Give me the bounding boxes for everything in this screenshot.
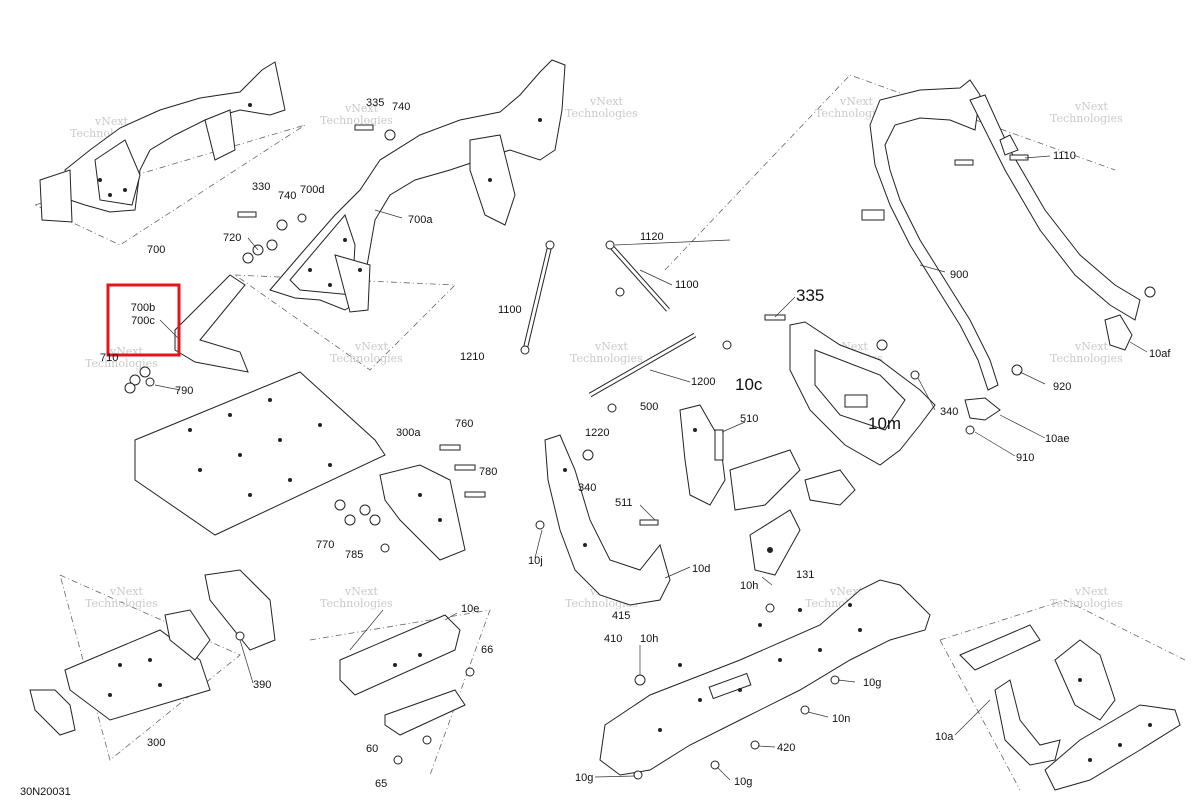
watermark-text: Technologies — [85, 357, 158, 370]
bracket-500-part — [639, 404, 856, 576]
part-label: 785 — [345, 549, 363, 561]
watermark-text: vNext — [94, 115, 129, 128]
part-label: 10g — [734, 776, 752, 788]
part-label: 60 — [366, 743, 378, 755]
main-frame-part — [269, 59, 566, 313]
part-label: 10e — [461, 603, 479, 615]
front-frame-small-part — [39, 61, 286, 223]
part-label: 1100 — [498, 304, 522, 316]
part-label: 10d — [692, 563, 710, 575]
part-label: 700a — [408, 214, 433, 226]
highlight-callout-box — [106, 283, 181, 357]
watermark-text: Technologies — [320, 114, 393, 127]
panel-10c-part — [764, 314, 936, 466]
part-label: 335 — [796, 286, 824, 305]
part-label: 340 — [578, 482, 596, 494]
part-label: 1110 — [1053, 150, 1076, 162]
part-label: 10af — [1149, 348, 1171, 360]
watermark-text: vNext — [344, 102, 379, 115]
part-label: 10h — [640, 633, 658, 645]
watermark-text: vNext — [354, 340, 389, 353]
watermark-text: vNext — [344, 585, 379, 598]
part-label: 10ae — [1045, 433, 1069, 445]
watermark-text: vNext — [1074, 340, 1109, 353]
part-label: 420 — [777, 742, 795, 754]
part-label: 10g — [575, 772, 593, 784]
side-brace-part — [174, 274, 249, 373]
part-label: 500 — [640, 401, 658, 413]
part-label: 410 — [604, 633, 622, 645]
part-label: 1210 — [460, 351, 484, 363]
watermark-text: vNext — [109, 585, 144, 598]
assembly-10a-part — [959, 624, 1181, 791]
part-label: 10a — [935, 731, 954, 743]
watermark-text: Technologies — [320, 597, 393, 610]
part-label: 131 — [796, 569, 814, 581]
watermarks: vNext Technologies vNext Technologies vN… — [70, 95, 1123, 610]
part-label: 1100 — [675, 279, 699, 291]
part-label: 1220 — [585, 427, 609, 439]
part-labels: 700 710 790 720 330 740 700d 335 740 700… — [100, 97, 1171, 790]
floor-pan-part — [599, 579, 931, 780]
watermark-text: Technologies — [1050, 597, 1123, 610]
part-label: 770 — [316, 539, 334, 551]
part-label: 66 — [481, 644, 493, 656]
roll-bar-900-part — [861, 79, 1156, 435]
part-label: 760 — [455, 418, 473, 430]
part-label: 700 — [147, 244, 165, 256]
part-label: 910 — [1016, 452, 1034, 464]
lower-left-assembly-part — [29, 569, 276, 736]
watermark-text: vNext — [594, 340, 629, 353]
part-label: 510 — [740, 413, 758, 425]
floor-plate-part — [134, 371, 386, 536]
watermark-text: Technologies — [570, 352, 643, 365]
part-label: 10j — [528, 555, 543, 567]
part-label: 1200 — [691, 376, 715, 388]
part-label: 10h — [740, 580, 758, 592]
part-label: 10c — [735, 375, 763, 394]
part-label: 300a — [396, 427, 421, 439]
part-label: 740 — [278, 190, 296, 202]
part-label: 511 — [615, 497, 633, 509]
callout-label-700c: 700c — [131, 315, 155, 327]
part-label: 300 — [147, 737, 165, 749]
callout-label-700b: 700b — [131, 302, 155, 314]
leader-lines — [154, 155, 1148, 781]
part-label: 10g — [863, 677, 881, 689]
part-label: 335 — [366, 97, 384, 109]
part-label: 1120 — [640, 231, 664, 243]
part-label: 330 — [252, 181, 270, 193]
part-label: 920 — [1053, 381, 1071, 393]
part-label: 415 — [612, 610, 630, 622]
center-arch-10d-part — [535, 434, 671, 606]
watermark-text: Technologies — [565, 107, 638, 120]
watermark-text: Technologies — [1050, 112, 1123, 125]
part-label: 700d — [300, 184, 324, 196]
part-label: 720 — [223, 232, 241, 244]
rods-part — [520, 240, 732, 413]
watermark-text: vNext — [1074, 585, 1109, 598]
watermark-text: Technologies — [85, 597, 158, 610]
figure-code: 30N20031 — [20, 786, 71, 798]
part-label: 900 — [950, 269, 968, 281]
watermark-text: Technologies — [815, 107, 888, 120]
part-label: 340 — [940, 406, 958, 418]
part-label: 740 — [392, 101, 410, 113]
part-label: 710 — [100, 352, 118, 364]
watermark-text: vNext — [1074, 100, 1109, 113]
bracket-300a-part — [334, 444, 486, 561]
crossmember-10e-part — [339, 614, 475, 765]
part-label: 780 — [479, 466, 497, 478]
part-label: 10m — [868, 414, 901, 433]
watermark-text: vNext — [839, 95, 874, 108]
watermark-text: Technologies — [1050, 352, 1123, 365]
part-label: 65 — [375, 778, 387, 790]
watermark-text: Technologies — [330, 352, 403, 365]
watermark-text: vNext — [589, 95, 624, 108]
part-label: 390 — [253, 679, 271, 691]
part-label: 790 — [175, 385, 193, 397]
part-label: 10n — [832, 713, 850, 725]
